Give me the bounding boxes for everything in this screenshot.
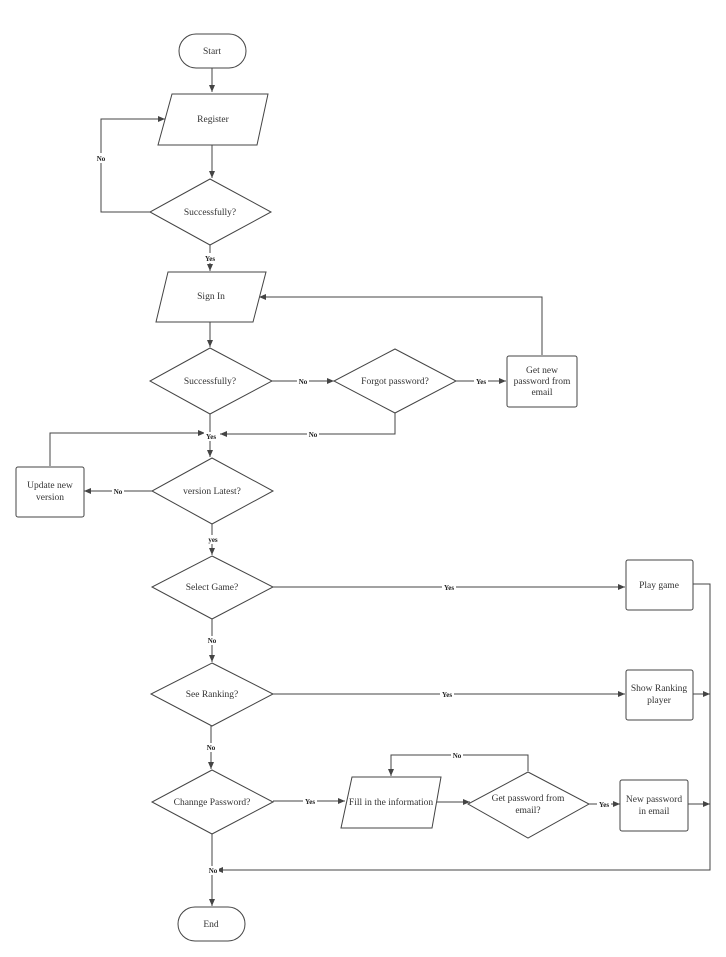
- version-latest-decision: [150, 457, 275, 525]
- version-latest-label: version Latest?: [183, 487, 241, 497]
- update-version-line-1: Update new: [27, 481, 73, 491]
- new-password-email-process: [619, 779, 689, 832]
- register-io: [157, 93, 269, 146]
- end-terminal: [177, 906, 246, 942]
- change-no-label: No: [209, 867, 218, 875]
- sign-in-io: [155, 271, 267, 323]
- play-game-process: [625, 559, 694, 611]
- reg-no-label: No: [97, 155, 106, 163]
- edge-reg-no-loop: [100, 116, 165, 213]
- show-ranking-process: [625, 669, 694, 721]
- reg-yes-label: Yes: [205, 255, 215, 263]
- forgot-password-label: Forgot password?: [361, 377, 429, 387]
- get-new-password-line-1: Get new: [526, 366, 558, 376]
- register-check-decision: [148, 178, 273, 246]
- play-game-label: Play game: [639, 581, 679, 591]
- update-version-process: [15, 466, 85, 518]
- game-yes-label: Yes: [444, 584, 454, 592]
- nodes: Start Register Successfully? Sign In Suc…: [15, 33, 694, 942]
- forgot-yes-label: Yes: [476, 378, 486, 386]
- ranking-no-label: No: [207, 744, 216, 752]
- change-password-decision: [150, 769, 275, 835]
- change-password-label: Channge Password?: [174, 798, 251, 808]
- see-ranking-decision: [149, 662, 275, 727]
- fill-information-io: [340, 776, 442, 829]
- sign-in-label: Sign In: [197, 292, 225, 302]
- select-game-label: Select Game?: [186, 583, 239, 593]
- edge-getnew-signin: [259, 294, 543, 355]
- start-label: Start: [203, 47, 221, 57]
- login-no-label: No: [299, 378, 308, 386]
- email-no-label: No: [453, 752, 462, 760]
- get-password-email-decision: [466, 771, 591, 839]
- version-yes-label: yes: [208, 536, 218, 544]
- get-new-password-line-3: email: [531, 388, 552, 398]
- forgot-no-label: No: [309, 431, 318, 439]
- login-check-decision: [148, 347, 274, 415]
- edge-forgot-no: [220, 413, 396, 437]
- show-ranking-line-2: player: [647, 696, 672, 706]
- email-yes-label: Yes: [599, 801, 609, 809]
- new-password-email-line-1: New password: [626, 795, 682, 805]
- register-check-label: Successfully?: [184, 207, 236, 218]
- edge-update-return: [49, 430, 205, 466]
- new-password-email-line-2: in email: [639, 807, 670, 817]
- login-yes-label: Yes: [206, 433, 216, 441]
- see-ranking-label: See Ranking?: [186, 690, 239, 700]
- login-check-label: Successfully?: [184, 376, 236, 387]
- edge-right-bus: [216, 583, 711, 873]
- change-yes-label: Yes: [305, 798, 315, 806]
- ranking-yes-label: Yes: [442, 691, 452, 699]
- fill-information-label: Fill in the information: [349, 797, 433, 808]
- forgot-password-decision: [332, 348, 458, 414]
- update-version-line-2: version: [36, 493, 64, 503]
- get-new-password-line-2: password from: [514, 376, 571, 387]
- start-terminal: [178, 33, 247, 69]
- register-label: Register: [197, 115, 229, 125]
- game-no-label: No: [208, 637, 217, 645]
- edge-labels: No Yes No Yes No Yes No yes Yes No Yes N…: [95, 153, 611, 875]
- get-new-password-process: [506, 355, 578, 408]
- select-game-decision: [150, 555, 275, 620]
- end-label: End: [203, 920, 219, 930]
- version-no-label: No: [114, 488, 123, 496]
- get-password-email-line-2: email?: [515, 806, 540, 816]
- show-ranking-line-1: Show Ranking: [631, 684, 687, 694]
- get-password-email-line-1: Get password from: [492, 793, 565, 804]
